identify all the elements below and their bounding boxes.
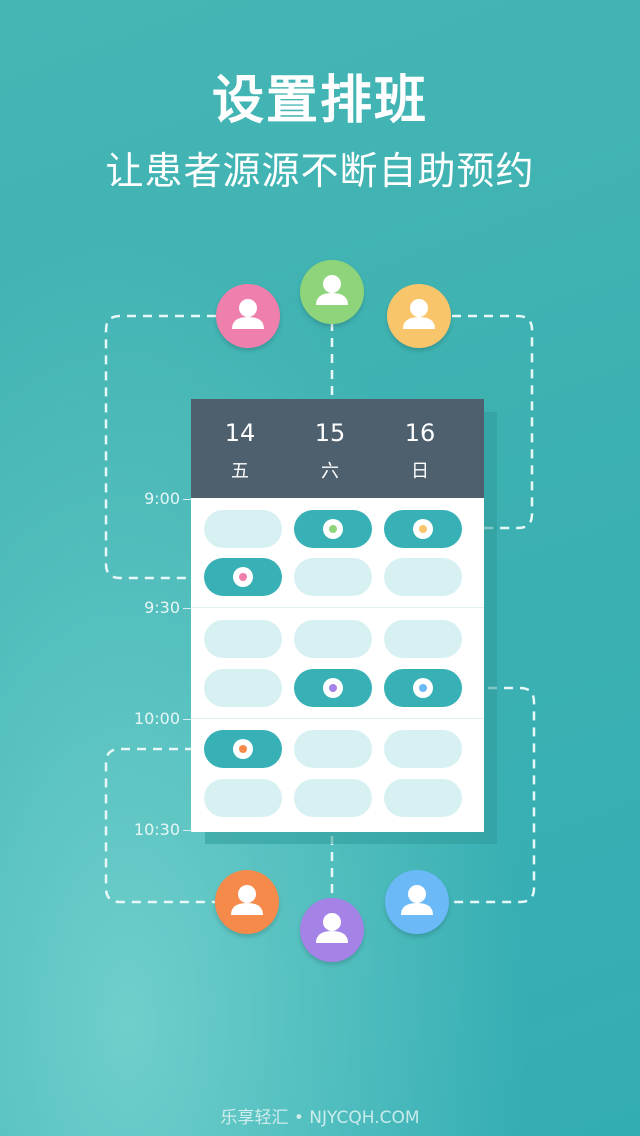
booked-slot[interactable] bbox=[204, 558, 282, 596]
time-label: 10:30 bbox=[133, 820, 180, 839]
time-slot[interactable] bbox=[204, 620, 282, 658]
page-title: 设置排班 bbox=[211, 71, 428, 131]
time-slot[interactable] bbox=[294, 730, 372, 768]
calendar-header: 14 五 15 六 16 日 bbox=[191, 399, 484, 498]
time-tick bbox=[183, 719, 191, 720]
day-header-15[interactable]: 15 六 bbox=[295, 399, 365, 483]
watermark: 乐享轻汇 • NJYCQH.COM bbox=[220, 1108, 420, 1128]
patient-dot bbox=[323, 678, 343, 698]
page-subtitle: 让患者源源不断自助预约 bbox=[105, 149, 535, 193]
purple-patient-avatar[interactable] bbox=[300, 898, 364, 962]
patient-dot bbox=[413, 519, 433, 539]
time-label: 10:00 bbox=[133, 709, 180, 728]
time-slot[interactable] bbox=[294, 558, 372, 596]
patient-dot bbox=[233, 567, 253, 587]
day-date: 15 bbox=[314, 419, 346, 447]
time-label: 9:00 bbox=[144, 489, 180, 508]
user-icon bbox=[403, 299, 435, 329]
blue-patient-avatar[interactable] bbox=[385, 870, 449, 934]
booked-slot[interactable] bbox=[294, 510, 372, 548]
time-slot[interactable] bbox=[204, 779, 282, 817]
time-slot[interactable] bbox=[204, 510, 282, 548]
day-weekday: 五 bbox=[231, 461, 249, 482]
booked-slot[interactable] bbox=[384, 510, 462, 548]
patient-dot bbox=[413, 678, 433, 698]
orange-patient-avatar[interactable] bbox=[215, 870, 279, 934]
user-icon bbox=[232, 299, 264, 329]
day-weekday: 六 bbox=[321, 461, 339, 482]
day-date: 16 bbox=[404, 419, 436, 447]
booked-slot[interactable] bbox=[204, 730, 282, 768]
half-hour-divider bbox=[191, 607, 484, 608]
user-icon bbox=[316, 913, 348, 943]
time-slot[interactable] bbox=[294, 620, 372, 658]
time-slot[interactable] bbox=[384, 730, 462, 768]
day-weekday: 日 bbox=[411, 461, 429, 482]
half-hour-divider bbox=[191, 718, 484, 719]
booked-slot[interactable] bbox=[294, 669, 372, 707]
time-label: 9:30 bbox=[144, 598, 180, 617]
user-icon bbox=[231, 885, 263, 915]
patient-dot bbox=[323, 519, 343, 539]
day-header-16[interactable]: 16 日 bbox=[385, 399, 455, 483]
time-slot[interactable] bbox=[204, 669, 282, 707]
day-header-14[interactable]: 14 五 bbox=[205, 399, 275, 483]
time-tick bbox=[183, 830, 191, 831]
time-tick bbox=[183, 499, 191, 500]
pink-patient-avatar[interactable] bbox=[216, 284, 280, 348]
time-tick bbox=[183, 608, 191, 609]
user-icon bbox=[316, 275, 348, 305]
time-slot[interactable] bbox=[384, 558, 462, 596]
user-icon bbox=[401, 885, 433, 915]
patient-dot bbox=[233, 739, 253, 759]
time-slot[interactable] bbox=[294, 779, 372, 817]
time-slot[interactable] bbox=[384, 779, 462, 817]
booked-slot[interactable] bbox=[384, 669, 462, 707]
green-patient-avatar[interactable] bbox=[300, 260, 364, 324]
time-slot[interactable] bbox=[384, 620, 462, 658]
yellow-patient-avatar[interactable] bbox=[387, 284, 451, 348]
day-date: 14 bbox=[224, 419, 256, 447]
